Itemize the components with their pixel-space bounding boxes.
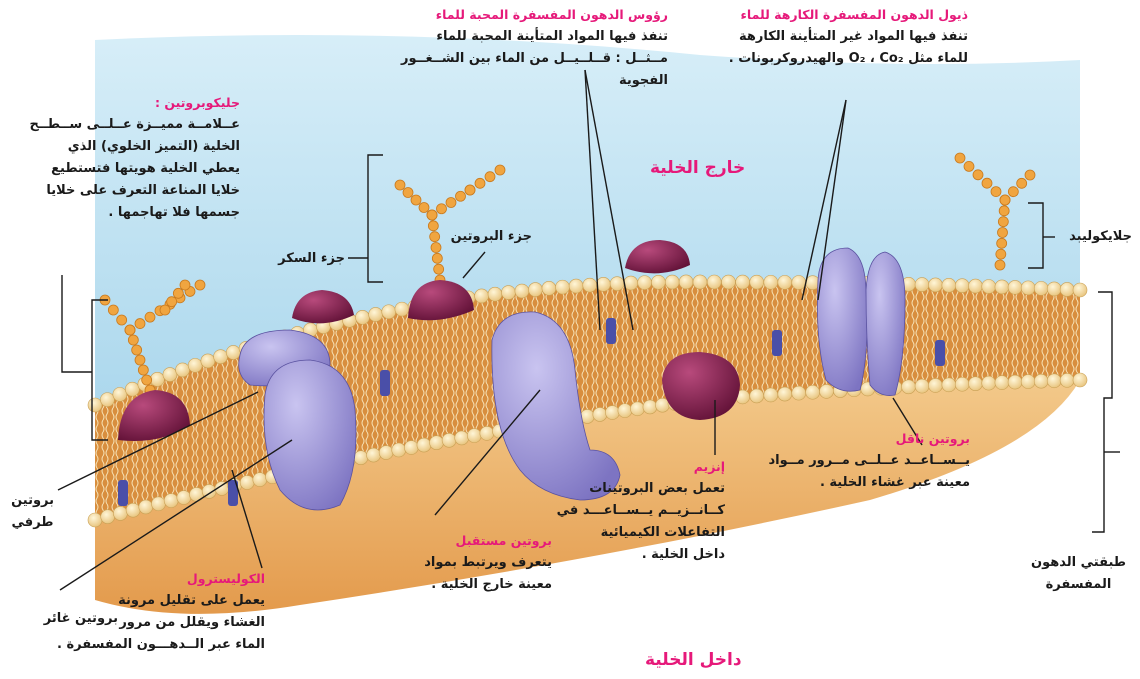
protein-part-label: جزء البروتين (451, 226, 532, 248)
enzyme-line: داخل الخلية . (557, 544, 725, 566)
glycoprotein-line: الخلية (التميز الخلوي) الذي (30, 136, 240, 158)
hydrophilic-heads-line: الفجوية (401, 70, 668, 92)
hydrophilic-heads-label: رؤوس الدهون المفسفرة المحبة للماء تنفذ ف… (401, 4, 668, 92)
receptor-protein-line: معينة خارج الخلية . (424, 574, 552, 596)
peripheral-protein-label: بروتين طرفي (11, 490, 54, 534)
peripheral-protein-line: طرفي (11, 512, 54, 534)
hydrophilic-heads-title: رؤوس الدهون المفسفرة المحبة للماء (401, 4, 668, 26)
hydrophobic-tails-title: ذيول الدهون المفسفرة الكارهة للماء (729, 4, 968, 26)
enzyme-line: كــانــزيــم يــســاعـــد في (557, 500, 725, 522)
glycoprotein-line: جسمها فلا تهاجمها . (30, 202, 240, 224)
enzyme-line: التفاعلات الكيميائية (557, 522, 725, 544)
glycolipid-label: جلايكوليبد (1069, 226, 1132, 248)
glycoprotein-line: يعطي الخلية هويتها فتستطيع (30, 158, 240, 180)
inside-cell-title: داخل الخلية (645, 650, 742, 670)
glycoprotein-line: خلايا المناعة التعرف على خلايا (30, 180, 240, 202)
hydrophobic-tails-label: ذيول الدهون المفسفرة الكارهة للماء تنفذ … (729, 4, 968, 70)
enzyme-line: تعمل بعض البروتينات (557, 478, 725, 500)
peripheral-protein-line: بروتين (11, 490, 54, 512)
receptor-protein-title: بروتين مستقبل (424, 530, 552, 552)
hydrophobic-tails-line: تنفذ فيها المواد غير المتأينة الكارهة (729, 26, 968, 48)
carrier-protein-label: بروتين ناقل يــســاعــد عــلــى مــرور م… (768, 428, 970, 494)
sugar-part-label: جزء السكر (278, 248, 345, 270)
glycoprotein-label: جليكوبروتين : عــلامــة مميــزة عــلــى … (30, 92, 240, 224)
phospholipid-bilayer-label: طبقتي الدهون المفسفرة (1031, 552, 1126, 596)
carrier-protein-line: يــســاعــد عــلــى مــرور مــواد (768, 450, 970, 472)
enzyme-title: إنزيم (557, 456, 725, 478)
glycoprotein-title: جليكوبروتين : (30, 92, 240, 114)
bilayer-line: المفسفرة (1031, 574, 1126, 596)
hydrophilic-heads-line: مــثــل : قــلــيــل من الماء بين الشــغ… (401, 48, 668, 70)
carrier-protein-title: بروتين ناقل (768, 428, 970, 450)
cholesterol-line: الماء عبر الــدهـــون المفسفرة . (57, 634, 265, 656)
bilayer-line: طبقتي الدهون (1031, 552, 1126, 574)
hydrophobic-tails-line: للماء مثل O₂ ، Co₂ والهيدروكربونات . (729, 48, 968, 70)
cholesterol-title: الكوليسترول (57, 568, 265, 590)
receptor-protein-label: بروتين مستقبل يتعرف ويرتبط بمواد معينة خ… (424, 530, 552, 596)
glycoprotein-line: عــلامــة مميــزة عــلــى ســطــح (30, 114, 240, 136)
hydrophilic-heads-line: تنفذ فيها المواد المتأينة المحبة للماء (401, 26, 668, 48)
carrier-protein-line: معينة عبر غشاء الخلية . (768, 472, 970, 494)
receptor-protein-line: يتعرف ويرتبط بمواد (424, 552, 552, 574)
outside-cell-title: خارج الخلية (650, 158, 745, 178)
integral-protein-label: بروتين غائر (44, 608, 118, 630)
enzyme-label: إنزيم تعمل بعض البروتينات كــانــزيــم ي… (557, 456, 725, 566)
